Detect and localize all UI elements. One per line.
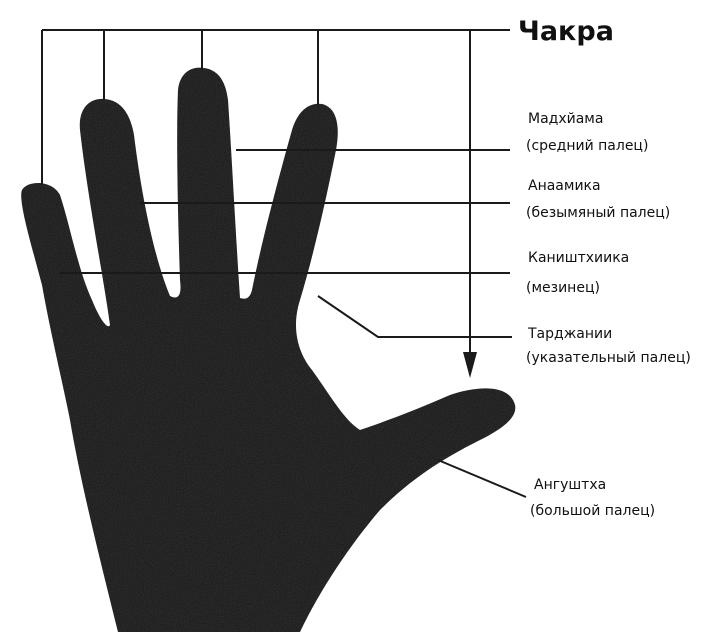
label-little-name: Каништхиика (528, 250, 629, 266)
label-index-name: Тарджании (527, 326, 612, 342)
chakra-title: Чакра (518, 16, 614, 47)
label-index-desc: (указательный палец) (526, 350, 691, 366)
label-thumb-name: Ангуштха (534, 477, 606, 493)
leader-index (318, 296, 512, 337)
label-ring-name: Анаамика (528, 178, 601, 194)
label-middle-desc: (средний палец) (526, 138, 648, 154)
finger-labels: Мадхйама (средний палец) Анаамика (безым… (526, 111, 691, 519)
thumb-arrowhead (463, 352, 477, 378)
label-thumb-desc: (большой палец) (530, 503, 655, 519)
leader-thumb (438, 460, 526, 497)
label-little-desc: (мезинец) (526, 280, 600, 296)
palm-texture (21, 68, 515, 632)
label-middle-name: Мадхйама (528, 111, 603, 127)
label-ring-desc: (безымяный палец) (526, 205, 670, 221)
hand-silhouette (21, 68, 515, 632)
